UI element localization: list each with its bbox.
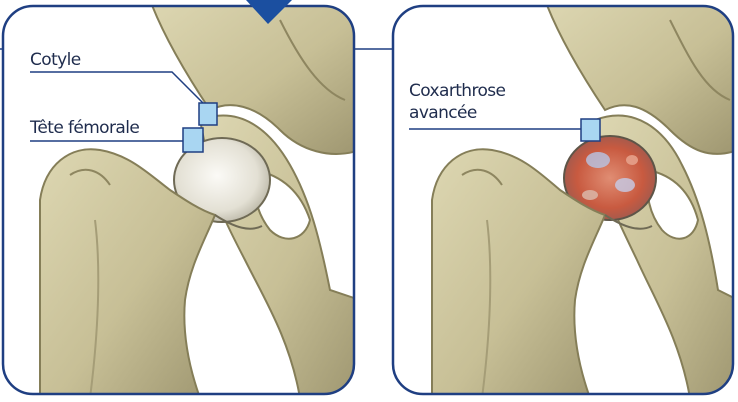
cotyle-label: Cotyle <box>30 51 81 70</box>
coxarthrose-label-line1: Coxarthrose <box>409 82 505 101</box>
cotyle-marker <box>199 103 217 125</box>
tete-femorale-label: Tête fémorale <box>30 119 139 138</box>
tete-femorale-marker <box>183 128 203 152</box>
arthritic-hip-panel <box>390 0 738 398</box>
coxarthrose-marker <box>581 119 600 141</box>
coxarthrose-label-line2: avancée <box>409 104 477 123</box>
